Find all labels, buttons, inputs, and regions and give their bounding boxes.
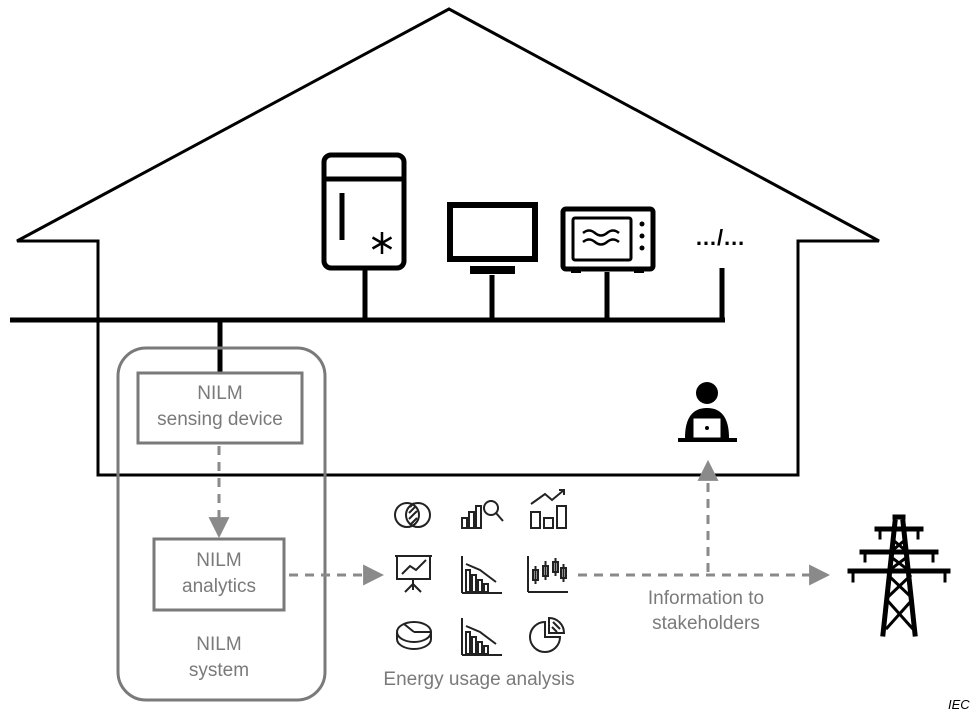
sensing-device-label-line2: sensing device (157, 409, 283, 430)
house-outline (16, 7, 880, 477)
sensing-device-label-line1: NILM (197, 383, 242, 404)
nilm-sensing-device-box (136, 371, 304, 445)
pie-chart-3d-icon (396, 621, 432, 650)
fridge-icon (321, 152, 407, 271)
flow-arrows (208, 446, 831, 586)
iec-watermark: IEC (948, 697, 970, 712)
energy-analysis-icons (394, 489, 568, 656)
presentation-board-icon (395, 555, 432, 593)
analytics-label-line2: analytics (182, 576, 256, 597)
user-laptop-icon (678, 382, 737, 442)
system-label-line1: NILM (196, 634, 241, 655)
more-appliances-label: …/… (695, 225, 745, 250)
candlestick-chart-icon (527, 556, 568, 593)
declining-bar-chart-icon (461, 556, 502, 594)
bar-chart-trend-icon (530, 489, 567, 529)
energy-usage-analysis-label: Energy usage analysis (383, 669, 574, 690)
pie-chart-icon (529, 616, 566, 653)
analytics-label-line1: NILM (196, 550, 241, 571)
system-label-line2: system (189, 660, 249, 681)
nilm-analytics-box (152, 537, 286, 612)
nilm-system-box (116, 346, 327, 702)
tv-monitor-icon (447, 202, 538, 274)
information-label-line1: Information to (648, 588, 764, 609)
bar-chart-magnifier-icon (461, 500, 504, 529)
information-label-line2: stakeholders (652, 613, 760, 634)
venn-diagram-icon (394, 502, 431, 528)
microwave-oven-icon (560, 206, 656, 273)
electrical-bus (10, 268, 725, 373)
declining-bar-chart-icon (461, 618, 502, 656)
power-pylon-icon (847, 514, 951, 637)
